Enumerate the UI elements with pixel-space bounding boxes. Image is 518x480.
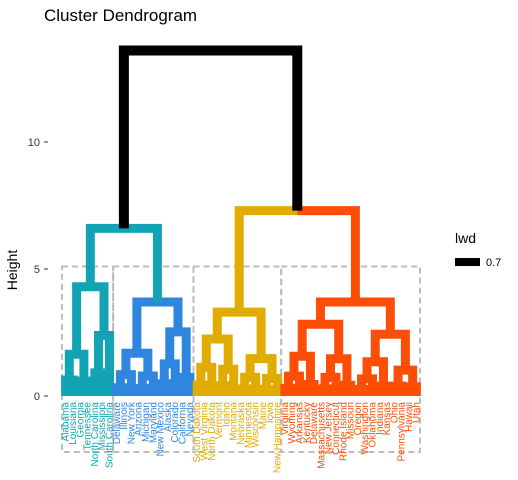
leaf-label: Connecticut xyxy=(331,402,342,455)
leaf-label: Kentucky xyxy=(302,402,313,443)
dendrogram-link xyxy=(338,380,356,396)
leaf-label: Missouri xyxy=(346,402,357,439)
leaf-label: Massachusetts xyxy=(316,402,327,469)
leaf-label: New Hampshire xyxy=(273,402,284,474)
dendrogram-link xyxy=(196,362,217,396)
dendrogram-link xyxy=(404,382,421,396)
leaf-label: North Carolina xyxy=(90,402,101,467)
dendrogram-link xyxy=(61,375,78,396)
leaf-label: Georgia xyxy=(75,402,86,438)
leaf-label: Nevada xyxy=(185,402,196,437)
leaf-label: Wisconsin xyxy=(251,402,262,448)
dendrogram-link xyxy=(245,354,277,379)
leaf-label: Oklahoma xyxy=(368,402,379,448)
dendrogram-link xyxy=(64,349,89,382)
leaf-label: Ohio xyxy=(389,402,400,424)
y-axis: 0 5 10 xyxy=(28,137,48,403)
dendrogram-links xyxy=(61,45,421,396)
leaf-label: Utah xyxy=(411,402,422,423)
dendrogram-root-link xyxy=(118,45,303,229)
leaf-label: Maryland xyxy=(148,402,159,443)
dendrogram-link xyxy=(137,371,158,396)
dendrogram-link xyxy=(302,379,319,396)
leaf-label: West Virginia xyxy=(199,402,210,461)
leaf-label: Arkansas xyxy=(294,402,305,444)
dendrogram-link xyxy=(315,297,395,335)
dendrogram-link xyxy=(389,381,407,396)
leaf-label: Rhode Island xyxy=(338,402,349,461)
dendrogram-link xyxy=(375,381,392,396)
leaf-label: Tennessee xyxy=(83,402,94,451)
leaf-label: Arizona xyxy=(134,402,145,436)
leaf-label: Vermont xyxy=(214,402,225,439)
leaf-label: Illinois xyxy=(119,402,130,430)
y-tick-label: 5 xyxy=(34,264,40,276)
dendrogram-link xyxy=(214,381,231,396)
y-tick-label: 10 xyxy=(28,137,40,149)
dendrogram-link xyxy=(289,351,315,385)
dendrogram-link xyxy=(201,334,233,370)
leaf-label: Wyoming xyxy=(287,402,298,444)
leaf-label: Montana xyxy=(229,402,240,441)
leaf-label: Michigan xyxy=(141,402,152,442)
dendrogram-link xyxy=(297,206,360,303)
leaf-label: Mississippi xyxy=(97,402,108,450)
leaf-label: New Mexico xyxy=(156,402,167,457)
dendrogram-link xyxy=(370,329,410,371)
leaf-label: Pennsylvania xyxy=(397,402,408,462)
dendrogram-link xyxy=(112,383,129,396)
y-axis-label: Height xyxy=(4,250,20,291)
leaf-label: Iowa xyxy=(265,402,276,424)
dendrogram-link xyxy=(297,319,344,359)
dendrogram-link xyxy=(362,357,388,387)
leaf-label: South Carolina xyxy=(104,402,115,469)
leaf-label: Delaware xyxy=(112,402,123,445)
leaf-label: Alaska xyxy=(163,402,174,432)
leaf-label: Maine xyxy=(258,402,269,430)
y-tick-label: 0 xyxy=(34,391,40,403)
dendrogram-link xyxy=(90,368,107,396)
dendrogram-link xyxy=(192,380,209,396)
dendrogram-link xyxy=(234,206,298,313)
leaf-label: Louisiana xyxy=(68,402,79,445)
legend-title: lwd xyxy=(455,230,476,246)
cluster-rect xyxy=(280,265,422,453)
dendrogram-link xyxy=(156,379,173,396)
leaf-label: New Jersey xyxy=(324,402,335,454)
dendrogram-link xyxy=(178,372,195,396)
dendrogram-link xyxy=(75,376,93,396)
leaf-label: South Dakota xyxy=(192,402,203,463)
dendrogram-link xyxy=(280,383,297,396)
leaf-label: Oregon xyxy=(353,402,364,435)
legend-label: 0.7 xyxy=(486,257,501,269)
dendrogram-link xyxy=(258,384,275,396)
leaf-label: Nebraska xyxy=(236,402,247,445)
leaf-label: Virginia xyxy=(280,402,291,436)
dendrogram-link xyxy=(326,354,352,386)
dendrogram-link xyxy=(316,384,334,396)
leaf-label: Alabama xyxy=(61,402,72,442)
leaf-label: Indiana xyxy=(375,402,386,435)
chart-title: Cluster Dendrogram xyxy=(44,6,197,25)
legend: lwd 0.7 xyxy=(455,230,501,269)
leaf-label: California xyxy=(178,402,189,445)
leaf-label: Kansas xyxy=(382,402,393,435)
dendrogram-link xyxy=(236,384,253,396)
leaf-label: New York xyxy=(126,401,137,444)
leaf-label: Colorado xyxy=(170,402,181,443)
leaf-label: North Dakota xyxy=(207,402,218,461)
dendrogram-link xyxy=(262,373,283,396)
leaf-label: Delaware xyxy=(309,402,320,445)
leaf-label: Hawaii xyxy=(404,402,415,432)
leaf-label: Washington xyxy=(360,402,371,454)
dendrogram-link xyxy=(353,384,370,396)
dendrogram-link xyxy=(134,383,151,396)
dendrogram-link xyxy=(121,348,153,376)
dendrogram-link xyxy=(240,372,261,396)
dendrogram-link xyxy=(393,365,418,387)
leaf-label: Idaho xyxy=(221,402,232,427)
leaf-label: Minnesota xyxy=(243,402,254,449)
